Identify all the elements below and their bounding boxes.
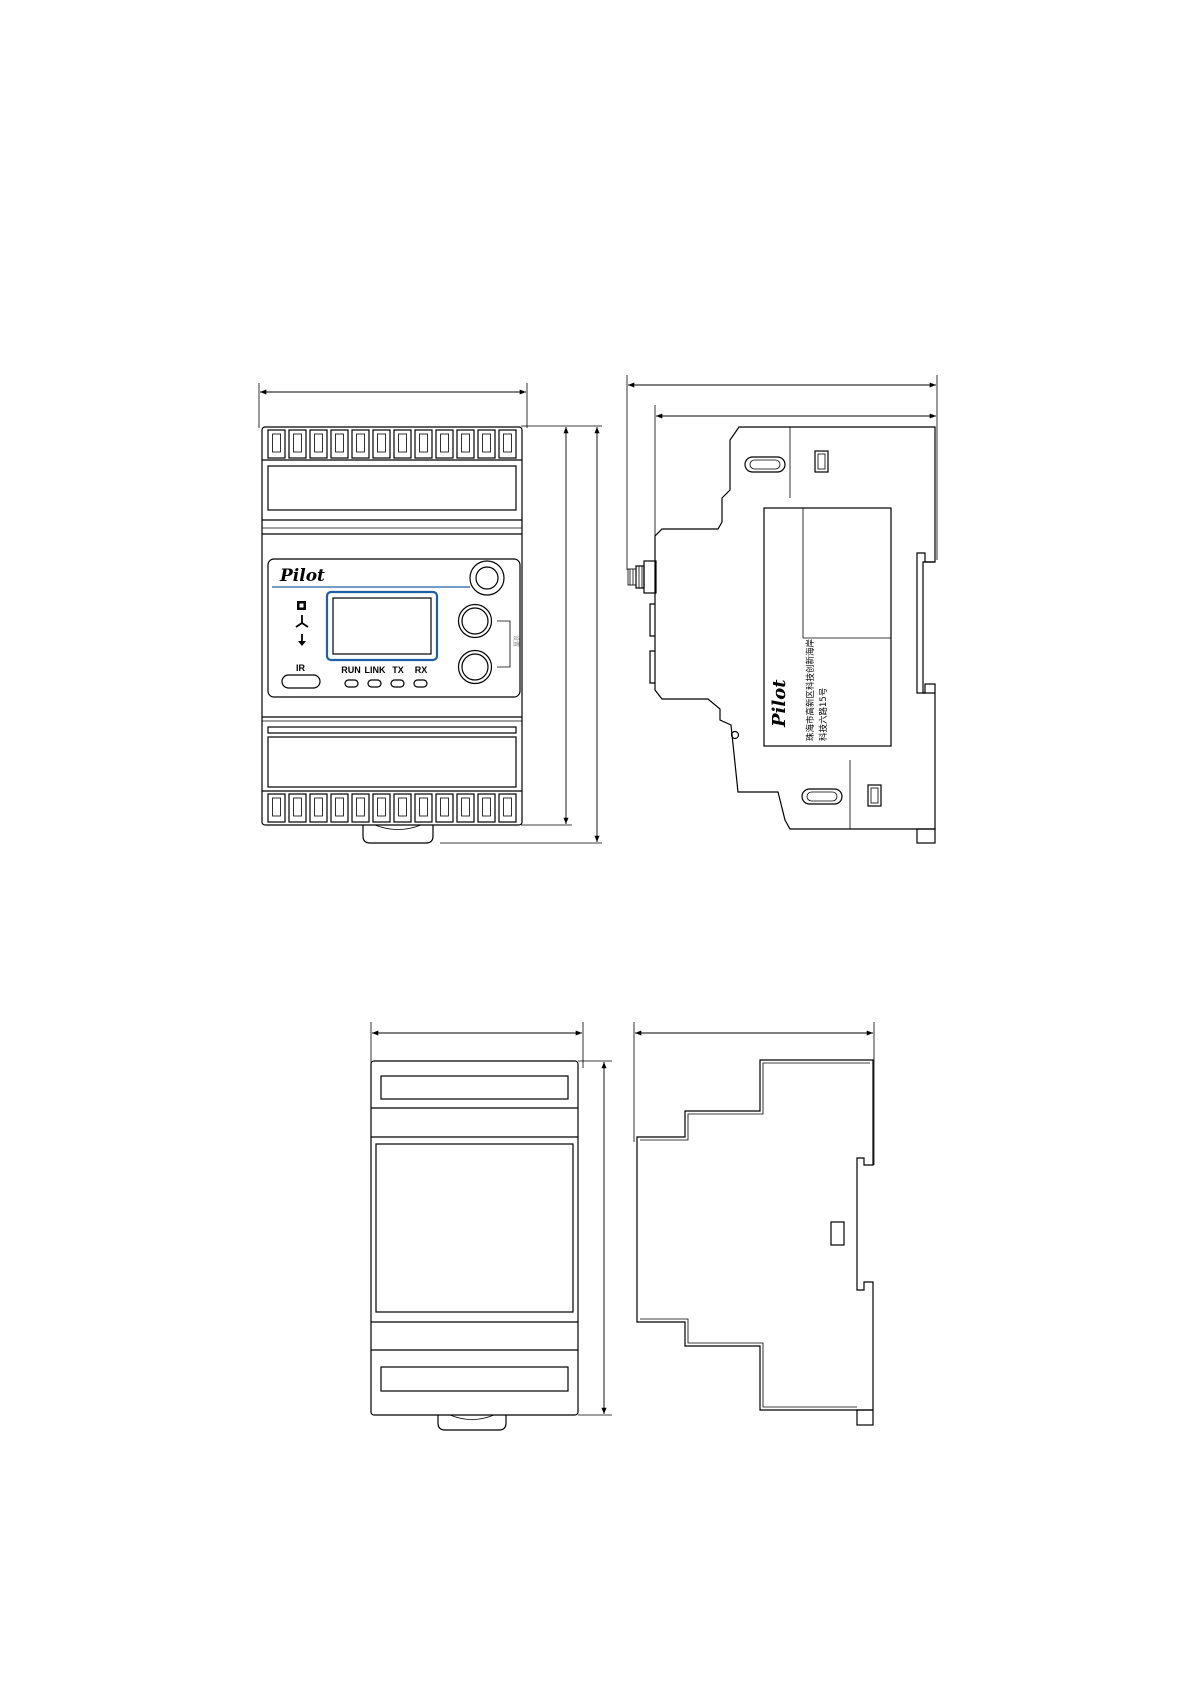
lcd-screen bbox=[333, 598, 431, 654]
terminal-screw bbox=[420, 798, 428, 816]
led-label-tx: TX bbox=[392, 665, 404, 675]
side-2-rail-foot bbox=[857, 1410, 873, 1425]
led-tx bbox=[391, 680, 404, 687]
side-rail-foot bbox=[917, 829, 935, 843]
down-arrow-icon bbox=[298, 634, 306, 646]
led-label-rx: RX bbox=[415, 665, 428, 675]
back-view bbox=[371, 1022, 612, 1430]
terminal-screw bbox=[378, 798, 386, 816]
terminal-screw bbox=[504, 434, 512, 452]
front-view: Pilot IR RUN bbox=[259, 383, 602, 843]
terminal-screw bbox=[504, 798, 512, 816]
address-line-2: 科技六路15号 bbox=[818, 688, 829, 741]
terminal-screw bbox=[273, 434, 281, 452]
terminal-screw bbox=[483, 434, 491, 452]
back-bottom-slot bbox=[381, 1367, 568, 1391]
terminal-screw bbox=[483, 798, 491, 816]
button-down[interactable] bbox=[459, 651, 492, 684]
brand-logo: Pilot bbox=[279, 566, 325, 586]
terminal-screw bbox=[294, 798, 302, 816]
terminal-screw bbox=[399, 798, 407, 816]
network-fork-icon bbox=[296, 615, 308, 627]
back-body-outline bbox=[371, 1061, 578, 1415]
top-terminal-row bbox=[268, 430, 516, 458]
terminal-screw bbox=[336, 798, 344, 816]
terminal-screw bbox=[294, 434, 302, 452]
button-bracket bbox=[497, 621, 510, 667]
side-view-2-dimensions bbox=[634, 1022, 874, 1165]
lower-ridge bbox=[268, 727, 516, 733]
terminal-screw bbox=[336, 434, 344, 452]
terminal-screw bbox=[399, 434, 407, 452]
side-housing-outline bbox=[655, 427, 935, 829]
din-clip-front bbox=[363, 825, 433, 843]
back-top-slot bbox=[381, 1076, 568, 1099]
terminal-screw bbox=[378, 434, 386, 452]
back-panel bbox=[376, 1144, 573, 1312]
control-buttons: 设置 bbox=[459, 605, 521, 684]
led-row: RUN LINK TX RX bbox=[341, 665, 427, 687]
address-line-1: 珠海市高新区科技创新海岸 bbox=[805, 638, 816, 741]
terminal-screw bbox=[441, 798, 449, 816]
side-view-2 bbox=[634, 1022, 874, 1425]
lcd-frame bbox=[327, 592, 437, 660]
led-rx bbox=[414, 680, 427, 687]
terminal-screw bbox=[462, 434, 470, 452]
led-run bbox=[345, 680, 358, 687]
terminal-screw bbox=[315, 798, 323, 816]
terminal-screw bbox=[357, 434, 365, 452]
led-label-run: RUN bbox=[341, 665, 361, 675]
side-view: Pilot 珠海市高新区科技创新海岸 科技六路15号 bbox=[627, 375, 937, 843]
side-2-housing-outline bbox=[637, 1060, 873, 1410]
antenna-connector-front bbox=[470, 561, 504, 595]
bottom-terminal-row bbox=[268, 794, 516, 822]
terminal-screw bbox=[315, 434, 323, 452]
front-body-outline bbox=[262, 427, 522, 825]
terminal-screw bbox=[462, 798, 470, 816]
terminal-screw bbox=[441, 434, 449, 452]
side-button-bump-1 bbox=[650, 604, 655, 636]
din-clip-back bbox=[438, 1415, 506, 1430]
button-group-label: 设置 bbox=[512, 635, 520, 647]
back-view-dimensions bbox=[371, 1022, 612, 1415]
side-2-latch bbox=[831, 1222, 844, 1245]
side-latches bbox=[745, 427, 881, 829]
ir-label: IR bbox=[296, 663, 306, 673]
side-label-text: Pilot bbox=[769, 679, 790, 728]
side-brand-logo: Pilot bbox=[769, 679, 790, 728]
terminal-screw bbox=[273, 798, 281, 816]
bottom-label-strip bbox=[268, 737, 516, 787]
status-icons bbox=[296, 601, 308, 646]
led-link bbox=[368, 680, 381, 687]
button-up[interactable] bbox=[459, 605, 492, 638]
led-label-link: LINK bbox=[365, 665, 386, 675]
side-button-bump-2 bbox=[650, 651, 655, 683]
ir-window bbox=[282, 675, 320, 688]
top-label-strip bbox=[268, 466, 516, 510]
terminal-screw bbox=[420, 434, 428, 452]
antenna-connector-side bbox=[628, 561, 656, 593]
terminal-screw bbox=[357, 798, 365, 816]
